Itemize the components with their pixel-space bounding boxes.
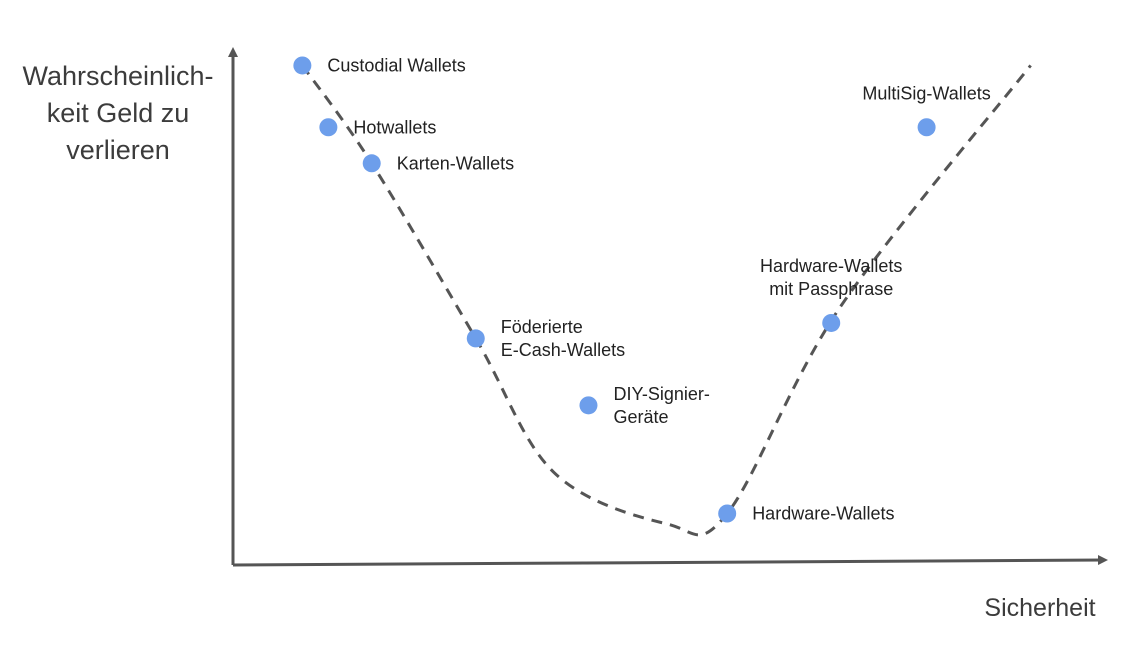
point-label: MultiSig-Wallets	[862, 83, 990, 103]
data-point	[718, 504, 737, 523]
point-label: Hotwallets	[353, 117, 436, 137]
points-layer: Custodial WalletsHotwalletsKarten-Wallet…	[293, 55, 991, 524]
data-point	[466, 329, 485, 348]
point-label: Hardware-Wallets	[752, 504, 894, 524]
data-point	[293, 56, 312, 75]
point-label: DIY-Signier-Geräte	[613, 384, 709, 427]
data-point	[579, 396, 598, 415]
data-point	[319, 118, 338, 137]
point-label: Karten-Wallets	[397, 153, 514, 173]
data-point	[917, 118, 936, 137]
data-point	[362, 154, 381, 173]
point-label: Custodial Wallets	[327, 55, 465, 75]
data-point	[822, 313, 841, 332]
y-axis-label: Wahrscheinlich-keit Geld zu verlieren	[22, 61, 214, 165]
x-axis	[232, 555, 1108, 567]
trend-curve	[301, 64, 1032, 537]
x-axis-label: Sicherheit	[984, 594, 1096, 622]
